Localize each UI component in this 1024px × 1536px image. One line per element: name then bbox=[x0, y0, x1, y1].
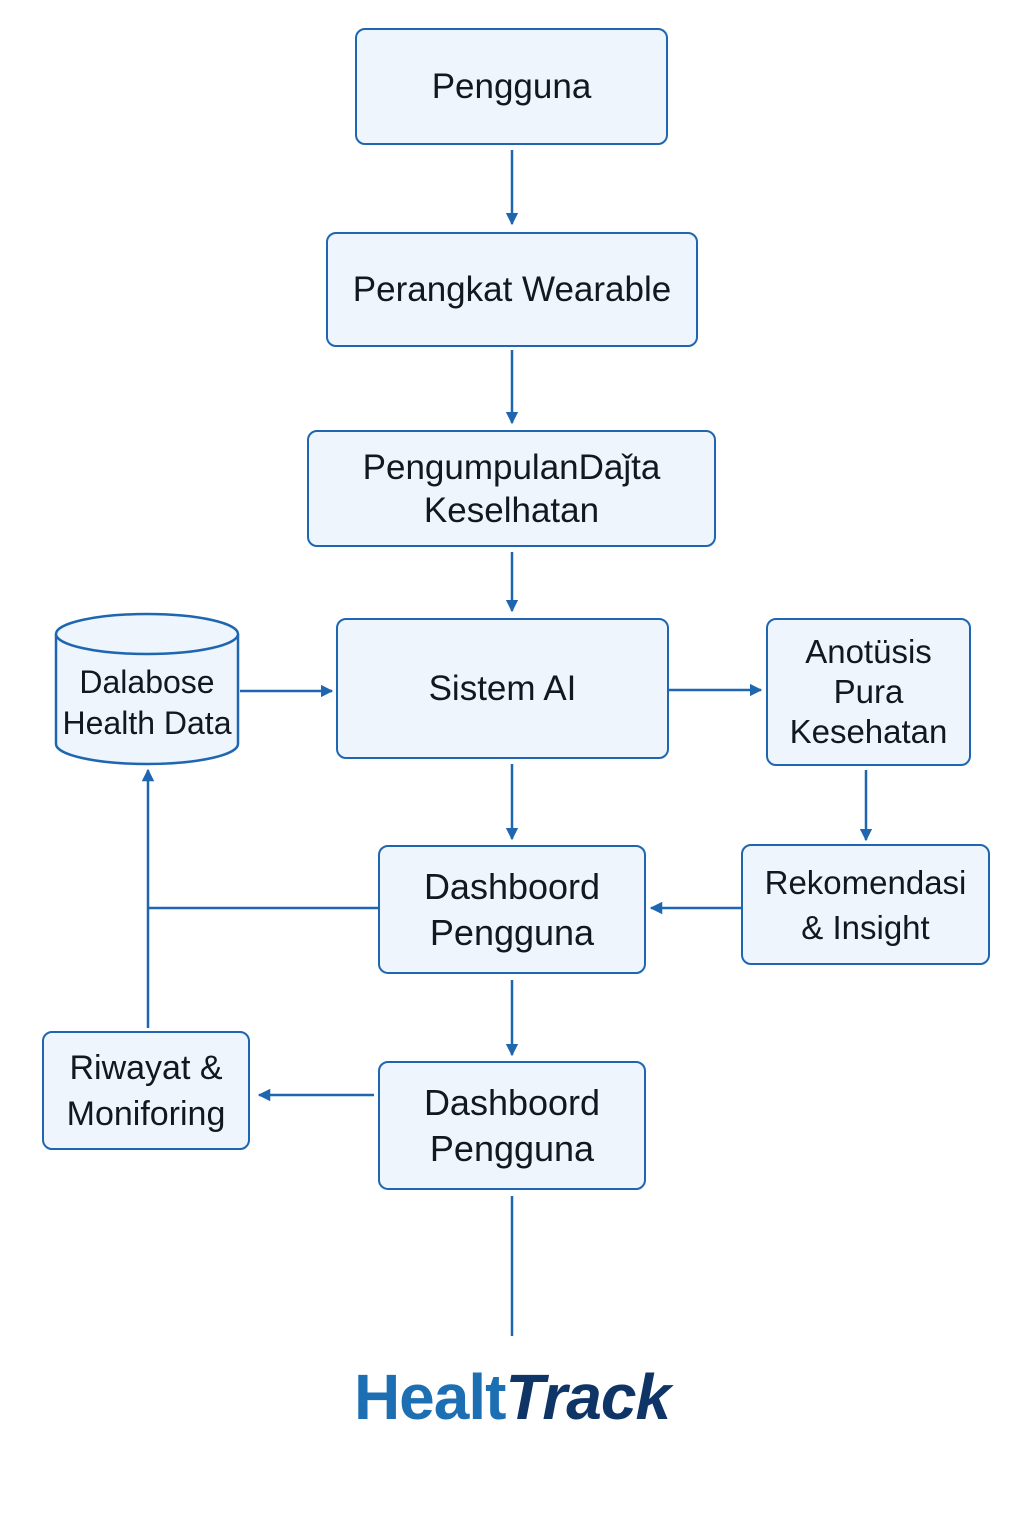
node-wearable-label: Perangkat Wearable bbox=[352, 270, 672, 309]
node-perangkat-wearable[interactable]: Perangkat Wearable bbox=[326, 232, 698, 347]
node-database-line1: Dalabose bbox=[79, 664, 215, 700]
node-analisis-line2: Pura bbox=[833, 673, 904, 710]
logo-part-healt: Healt bbox=[353, 1361, 506, 1433]
node-sistem-ai-label: Sistem AI bbox=[428, 669, 577, 708]
node-pengumpulan-line1: PengumpulanDaǰta bbox=[362, 447, 661, 487]
node-riwayat-line2: Moniforing bbox=[66, 1094, 226, 1133]
node-analisis[interactable]: Anotüsis Pura Kesehatan bbox=[766, 618, 971, 766]
node-pengguna[interactable]: Pengguna bbox=[355, 28, 668, 145]
node-dashboard-1-line2: Pengguna bbox=[429, 911, 595, 953]
node-dashboard-2-line1: Dashboord bbox=[423, 1081, 601, 1123]
healttrack-logo: HealtTrack bbox=[0, 1360, 1024, 1434]
node-riwayat[interactable]: Riwayat & Moniforing bbox=[42, 1031, 250, 1150]
node-database[interactable]: Dalabose Health Data bbox=[54, 612, 240, 766]
node-pengumpulan-data[interactable]: PengumpulanDaǰta Keselhatan bbox=[307, 430, 716, 547]
node-dashboard-1[interactable]: Dashboord Pengguna bbox=[378, 845, 646, 974]
node-dashboard-2-line2: Pengguna bbox=[429, 1127, 595, 1169]
node-analisis-line3: Kesehatan bbox=[789, 713, 948, 750]
node-rekomendasi-line2: & Insight bbox=[801, 908, 930, 946]
node-rekomendasi[interactable]: Rekomendasi & Insight bbox=[741, 844, 990, 965]
node-sistem-ai[interactable]: Sistem AI bbox=[336, 618, 669, 759]
node-dashboard-1-line1: Dashboord bbox=[423, 865, 601, 907]
database-cylinder-icon bbox=[54, 612, 240, 766]
node-riwayat-line1: Riwayat & bbox=[69, 1048, 223, 1087]
node-pengguna-label: Pengguna bbox=[431, 67, 592, 106]
node-dashboard-2[interactable]: Dashboord Pengguna bbox=[378, 1061, 646, 1190]
logo-part-track: Track bbox=[505, 1361, 671, 1433]
node-analisis-line1: Anotüsis bbox=[805, 633, 932, 670]
node-database-line2: Health Data bbox=[62, 705, 232, 741]
node-rekomendasi-line1: Rekomendasi bbox=[764, 863, 967, 901]
node-pengumpulan-line2: Keselhatan bbox=[423, 490, 600, 530]
